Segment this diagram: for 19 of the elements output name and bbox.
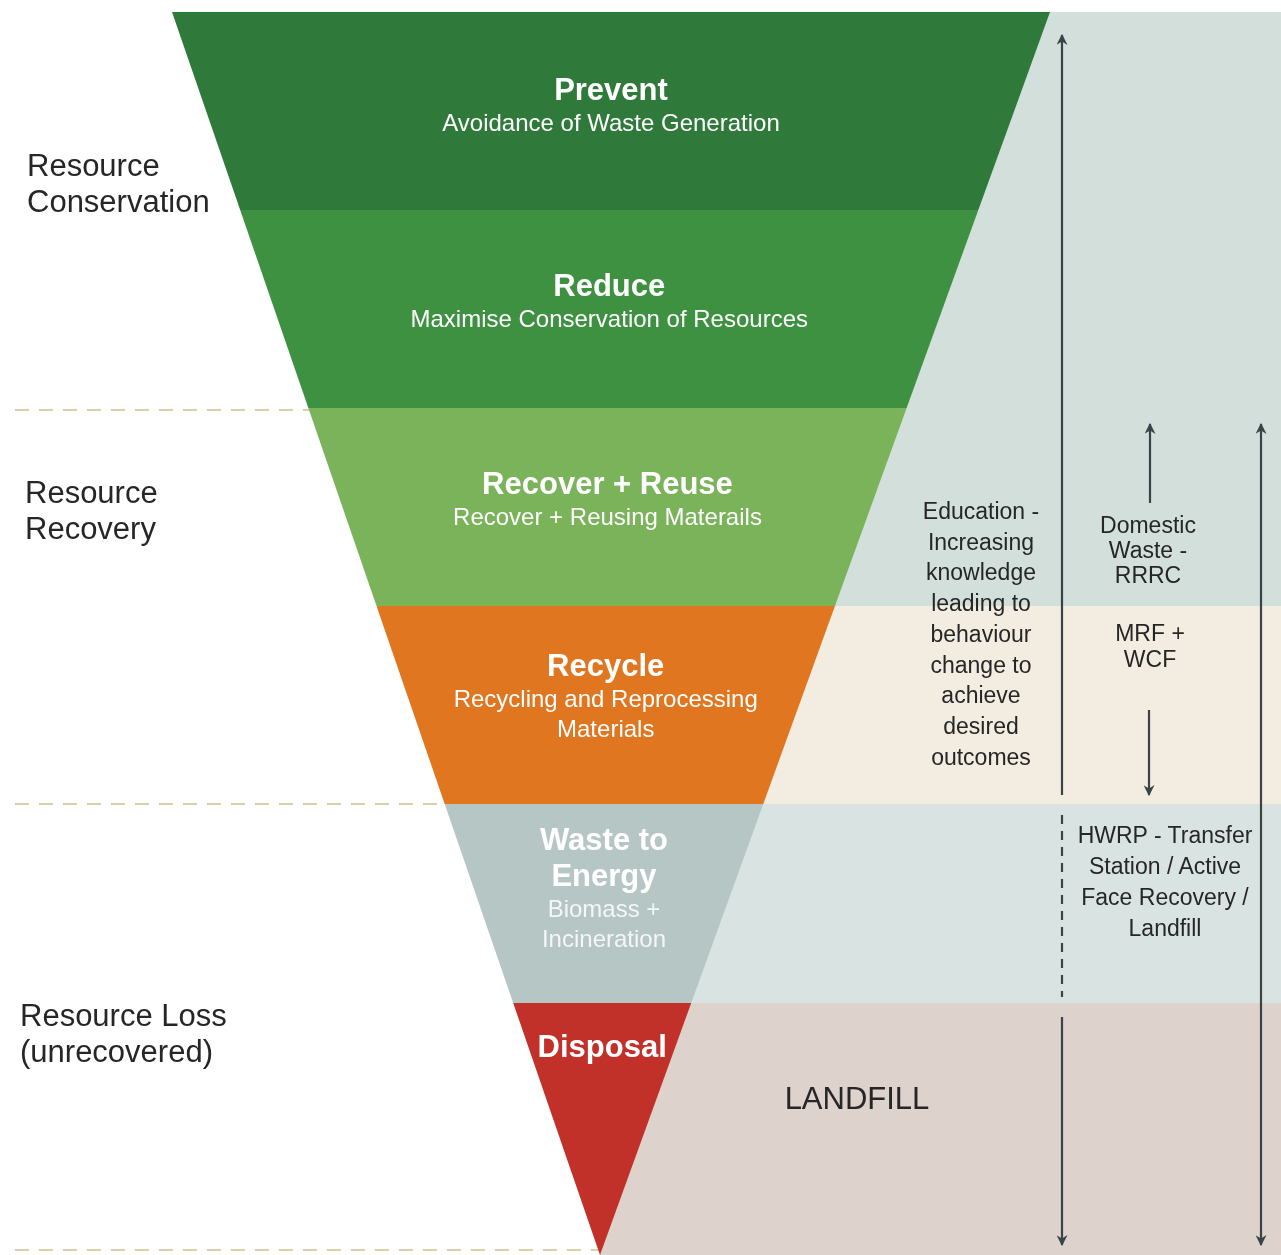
band-heading: Reduce [553, 268, 666, 304]
band-heading: Waste to Energy [538, 822, 669, 894]
band-description: Recycling and Reprocessing Materials [452, 684, 759, 744]
band-description: Recover + Reusing Materails [453, 502, 762, 532]
section-label: Resource Recovery [25, 475, 159, 547]
band-heading: Recycle [547, 648, 665, 684]
band-heading: Recover + Reuse [482, 466, 733, 502]
section-label: Resource Conservation [27, 148, 211, 220]
band-heading: Disposal [537, 1029, 667, 1065]
facility-label: MRF + WCF [1114, 620, 1186, 672]
facility-label: Domestic Waste - RRRC [1099, 513, 1197, 588]
landfill-label: LANDFILL [783, 1080, 931, 1118]
note-text: Education - Increasing knowledge leading to behaviour change to achieve desired outcomes [921, 497, 1041, 772]
section-label: Resource Loss (unrecovered) [20, 998, 228, 1070]
band-description: Avoidance of Waste Generation [442, 108, 780, 138]
facility-label: HWRP - Transfer Station / Active Face Recovery / Landfill [1076, 821, 1254, 943]
band-heading: Prevent [554, 72, 668, 108]
band-description: Maximise Conservation of Resources [410, 304, 808, 334]
band-description: Biomass + Incineration [540, 894, 667, 954]
